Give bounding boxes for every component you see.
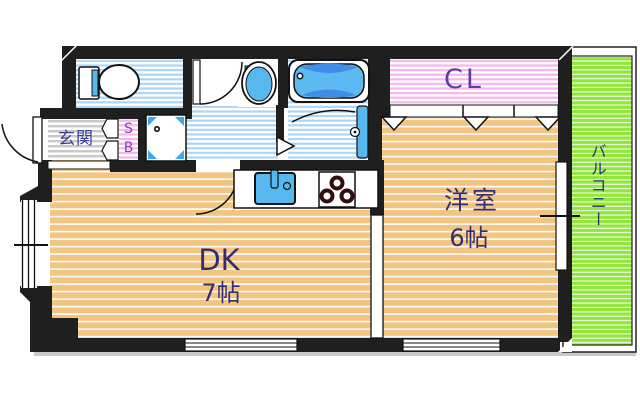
dk-label: DK: [198, 243, 240, 277]
window-bay-left: [14, 200, 48, 288]
bathtub-icon: [288, 59, 370, 103]
entrance-door: [1, 116, 43, 164]
balcony-area: [562, 46, 637, 353]
bathroom-door: [276, 109, 356, 157]
shadow: [34, 352, 636, 356]
shoebox-floor: [119, 117, 138, 162]
window-bottom-western-room: [402, 338, 501, 352]
dk-area-label: 7帖: [201, 279, 241, 307]
closet-floor: [390, 59, 558, 105]
doors: [1, 59, 562, 339]
washroom-door: [192, 59, 243, 105]
western-room-floor: [382, 112, 558, 338]
kitchen-sink-icon: [254, 169, 296, 205]
shower-panel-icon: [349, 105, 369, 159]
corner-cuts: [60, 44, 574, 352]
washing-machine-pan-icon: [145, 114, 187, 162]
genkan-step: [47, 160, 111, 170]
shoebox-doors: [101, 118, 119, 161]
closet-label: CL: [444, 64, 484, 95]
closet-sliding-doors: [380, 104, 562, 132]
windows: [14, 161, 580, 352]
genkan-floor: [48, 117, 110, 163]
toilet-icon: [78, 64, 140, 100]
sliding-door-dk-western: [370, 214, 384, 339]
fixtures: [78, 59, 379, 209]
gas-stove-icon: [318, 171, 356, 208]
kitchen-counter: [233, 169, 379, 209]
western-room-label: 洋室: [443, 186, 500, 215]
washbasin-icon: [241, 61, 277, 105]
western-room-area-label: 6帖: [449, 224, 489, 252]
window-bottom-dk: [184, 338, 298, 352]
window-balcony: [540, 161, 580, 271]
genkan-label: 玄関: [58, 129, 94, 149]
shoebox-label: SB: [123, 121, 134, 156]
balcony-label: バルコニー: [587, 143, 607, 228]
